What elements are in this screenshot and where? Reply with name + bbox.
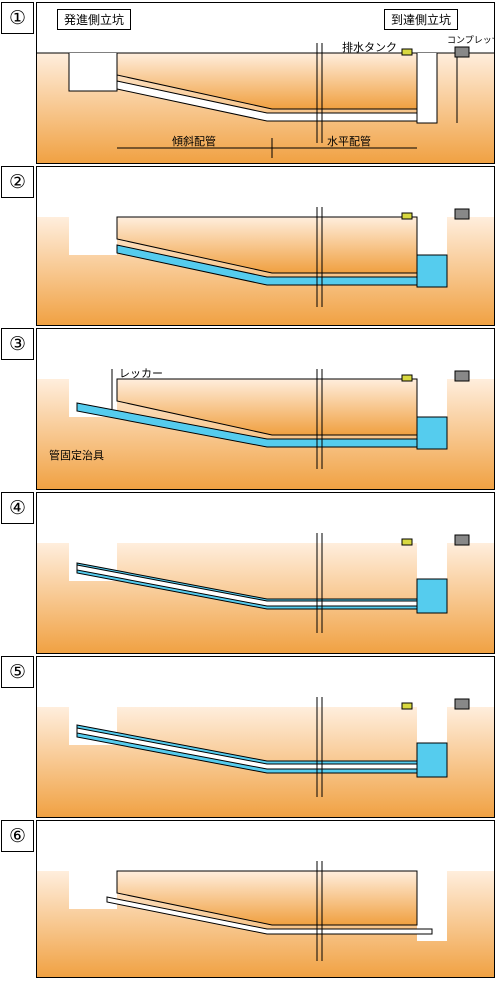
- step-6-diagram: [37, 861, 494, 977]
- compressor-label: コンプレッサー: [447, 36, 494, 46]
- step-2-diagram: [37, 207, 494, 325]
- step-number-6: ⑥: [1, 820, 34, 852]
- step-number-5: ⑤: [1, 656, 34, 688]
- step-3-panel: レッカー 管固定治具: [36, 328, 495, 490]
- step-5-diagram: [37, 697, 494, 817]
- step-6-panel: [36, 820, 495, 978]
- drain-tank-label: 排水タンク: [342, 41, 397, 54]
- pipe-jig-label: 管固定治具: [49, 449, 104, 462]
- step-2-panel: [36, 166, 495, 326]
- step-number-3: ③: [1, 328, 34, 360]
- inclined-pipe-label: 傾斜配管: [172, 135, 216, 148]
- step-number-1: ①: [1, 2, 34, 34]
- start-shaft-label: 発進側立坑: [57, 9, 132, 30]
- step-3-diagram: [37, 369, 494, 489]
- step-number-4: ④: [1, 492, 34, 524]
- step-number-2: ②: [1, 166, 34, 198]
- horizontal-pipe-label: 水平配管: [327, 135, 371, 148]
- wrecker-label: レッカー: [119, 367, 163, 380]
- step-1-diagram: [37, 43, 494, 163]
- step-1-panel: 発進側立坑 到達側立坑 排水タンク コンプレッサー 傾斜配管 水平配管: [36, 2, 495, 164]
- step-4-diagram: [37, 533, 494, 653]
- arrival-shaft-label: 到達側立坑: [384, 9, 459, 30]
- step-5-panel: [36, 656, 495, 818]
- step-4-panel: [36, 492, 495, 654]
